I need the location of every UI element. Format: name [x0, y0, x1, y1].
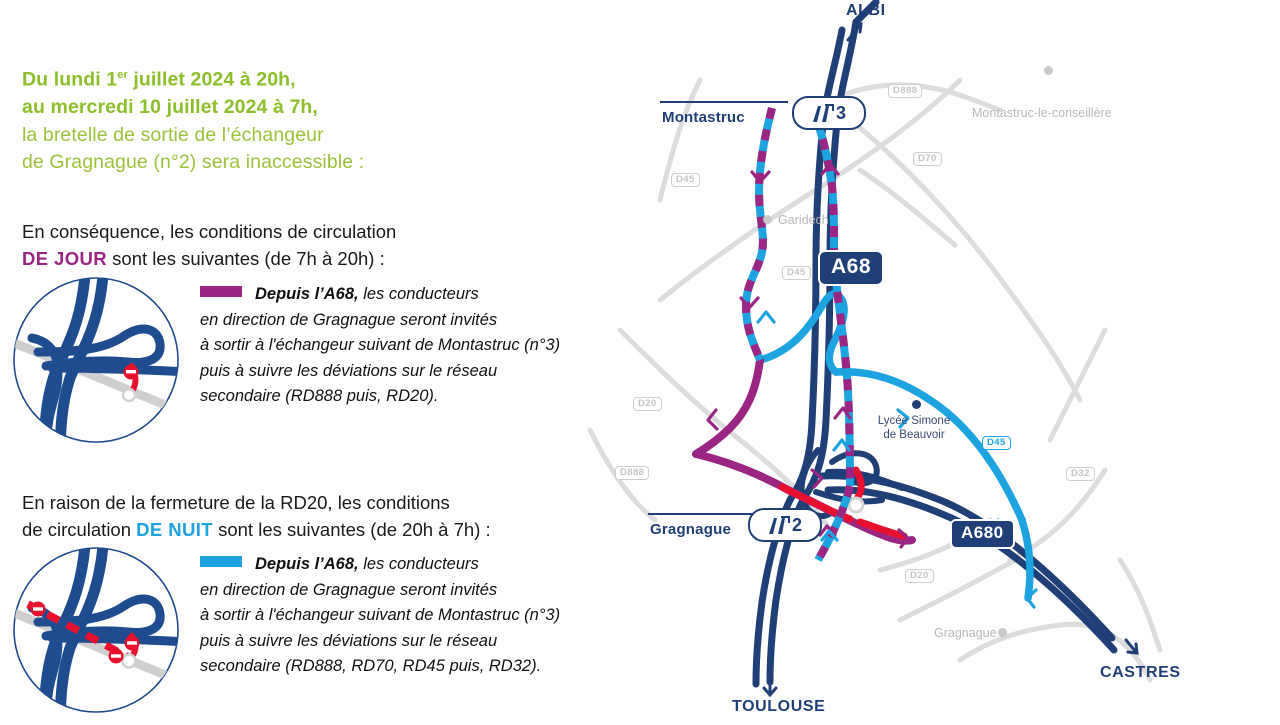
no-entry-icon: [123, 364, 139, 380]
motorway-badge-a68: A68: [818, 250, 885, 286]
motorway-badge-a680: A680: [950, 519, 1015, 549]
day-intro: En conséquence, les conditions de circul…: [22, 218, 622, 272]
night-intro-line-2-pre: de circulation: [22, 519, 137, 540]
town-dot-gragnague: [998, 628, 1007, 637]
night-legend-line-3: à sortir à l'échangeur suivant de Montas…: [200, 606, 561, 624]
night-interchange-diagram: [12, 546, 180, 714]
headline-line-3: la bretelle de sortie de l’échangeur: [22, 123, 324, 146]
day-intro-line-1: En conséquence, les conditions de circul…: [22, 221, 397, 242]
deviation-map: ALBI TOULOUSE CASTRES A68 A680 Montastru…: [560, 0, 1280, 720]
motorway-pictogram-icon: [812, 103, 834, 122]
day-legend: Depuis l’A68, les conducteurs en directi…: [200, 282, 630, 410]
poi-label-lycee: Lycée Simone de Beauvoir: [856, 414, 972, 442]
albi-arrow-shaft: [846, 23, 862, 42]
text-panel: Du lundi 1er juillet 2024 à 20h, au merc…: [0, 0, 640, 720]
town-dot-garidech: [763, 215, 772, 224]
town-label-garidech: Garidech: [778, 213, 829, 227]
night-intro-line-1: En raison de la fermeture de la RD20, le…: [22, 492, 450, 513]
exit-number-3: 3: [835, 102, 846, 123]
road-badge-d70: D70: [913, 152, 942, 166]
headline-ordinal-suffix: er: [117, 69, 128, 81]
headline-line-4: de Gragnague (n°2) sera inaccessible :: [22, 151, 365, 173]
direction-label-castres: CASTRES: [1100, 664, 1181, 681]
no-entry-icon-2: [108, 648, 124, 664]
day-legend-line-4: puis à suivre les déviations sur le rése…: [200, 361, 498, 380]
night-legend-line-4: puis à suivre les déviations sur le rése…: [200, 631, 498, 650]
castres-arrow-head: [1126, 642, 1139, 655]
headline-line-1: Du lundi 1er juillet 2024 à 20h,: [22, 68, 296, 91]
road-badge-d888-west: D888: [615, 466, 650, 480]
day-legend-line-3: à sortir à l'échangeur suivant de Montas…: [200, 336, 561, 354]
map-svg: [587, 0, 1163, 698]
day-legend-line-2: en direction de Gragnague seront invités: [200, 310, 498, 329]
day-legend-text: Depuis l’A68, les conducteurs en directi…: [200, 282, 630, 410]
road-badge-d45-east: D45: [982, 436, 1011, 450]
exit-label-montastruc: Montastruc: [662, 109, 745, 126]
day-interchange-diagram: [12, 276, 180, 444]
road-badge-d20-west: D20: [633, 397, 662, 411]
poi-dot-lycee: [912, 400, 921, 409]
day-legend-swatch: [200, 286, 242, 298]
night-intro-line-2: sont les suivantes (de 20h à 7h) :: [212, 519, 491, 540]
toulouse-arrow-head: [762, 686, 778, 698]
road-badge-d45-center: D45: [782, 266, 811, 280]
direction-label-toulouse: TOULOUSE: [732, 698, 826, 715]
night-legend-line-5: secondaire (RD888, RD70, RD45 puis, RD32…: [200, 657, 542, 675]
exit-number-2: 2: [791, 514, 802, 535]
headline-line-2: au mercredi 10 juillet 2024 à 7h,: [22, 96, 318, 118]
day-legend-line-5: secondaire (RD888 puis, RD20).: [200, 387, 439, 405]
day-legend-rest: les conducteurs: [358, 285, 479, 303]
castres-arrow-shaft: [1124, 638, 1138, 654]
night-legend: Depuis l’A68, les conducteurs en directi…: [200, 552, 630, 680]
road-badge-d20-south: D20: [905, 569, 934, 583]
exit-badge-montastruc: 3: [792, 96, 866, 130]
no-entry-icon-1: [30, 601, 46, 617]
road-badge-d888-north: D888: [888, 84, 923, 98]
headline: Du lundi 1er juillet 2024 à 20h, au merc…: [22, 62, 602, 177]
no-entry-icon-3: [124, 635, 140, 651]
exit-rule-montastruc: [660, 101, 788, 103]
albi-arrow-head: [852, 22, 863, 34]
day-tag: DE JOUR: [22, 248, 108, 269]
night-intro: En raison de la fermeture de la RD20, le…: [22, 489, 622, 543]
direction-arrows: [762, 22, 1139, 698]
day-diagram-svg: [13, 277, 179, 443]
town-label-gragnague: Gragnague: [934, 626, 997, 640]
town-label-montastruc-le-conseillere: Montastruc-le-conseillère: [972, 106, 1112, 120]
poi-line-2: de Beauvoir: [883, 429, 945, 441]
night-diagram-svg: [13, 547, 179, 713]
day-intro-line-2: sont les suivantes (de 7h à 20h) :: [107, 248, 385, 269]
night-legend-text: Depuis l’A68, les conducteurs en directi…: [200, 552, 630, 680]
day-legend-strong: Depuis l’A68,: [255, 285, 359, 303]
exit-rule-gragnague: [648, 513, 776, 515]
road-badge-d45-northwest: D45: [671, 173, 700, 187]
night-tag: DE NUIT: [136, 519, 213, 540]
exit-badge-gragnague: 2: [748, 508, 822, 542]
motorway-pictogram-icon-2: [768, 515, 790, 534]
poi-line-1: Lycée Simone: [877, 415, 951, 427]
town-dot-montastruc: [1044, 66, 1053, 75]
roundabout-node: [847, 496, 865, 514]
night-legend-line-2: en direction de Gragnague seront invités: [200, 580, 498, 599]
road-badge-d32: D32: [1066, 467, 1095, 481]
secondary-roads: [587, 77, 1163, 683]
exit-label-gragnague: Gragnague: [650, 521, 731, 538]
night-legend-strong: Depuis l’A68,: [255, 555, 359, 573]
night-legend-rest: les conducteurs: [358, 555, 479, 573]
direction-label-albi: ALBI: [846, 2, 886, 19]
night-legend-swatch: [200, 556, 242, 568]
